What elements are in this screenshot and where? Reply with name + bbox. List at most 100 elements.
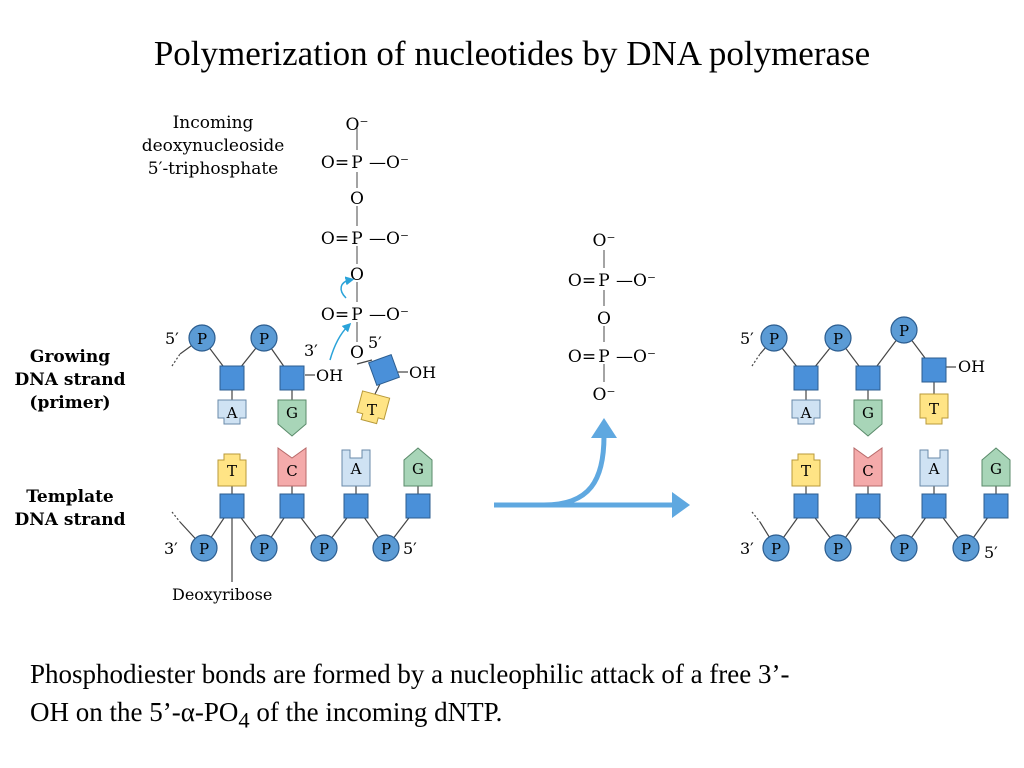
- svg-text:—O⁻: —O⁻: [369, 153, 409, 173]
- svg-text:5′: 5′: [165, 329, 179, 348]
- svg-text:P: P: [598, 347, 609, 367]
- svg-text:3′: 3′: [740, 539, 754, 558]
- svg-text:5′: 5′: [368, 333, 382, 352]
- svg-text:P: P: [899, 322, 909, 340]
- svg-text:G: G: [990, 460, 1002, 478]
- svg-text:O=: O=: [321, 305, 349, 325]
- phosphate-circle: [824, 324, 852, 352]
- svg-text:O: O: [350, 189, 364, 209]
- base-c: [853, 447, 883, 487]
- svg-text:P: P: [598, 271, 609, 291]
- caption: Phosphodiester bonds are formed by a nuc…: [30, 655, 1000, 739]
- phosphate-circle: [310, 534, 338, 562]
- base-a: [791, 399, 821, 425]
- phosphate-circle: [762, 534, 790, 562]
- svg-text:3′: 3′: [164, 539, 178, 558]
- svg-text:A: A: [226, 404, 238, 422]
- svg-text:Deoxyribose: Deoxyribose: [172, 585, 272, 604]
- svg-text:(primer): (primer): [29, 393, 110, 413]
- caption-line2-mid: -PO: [194, 697, 239, 727]
- sugar-square: [855, 493, 881, 519]
- svg-text:P: P: [351, 305, 362, 325]
- base-g: [277, 399, 307, 437]
- phosphate-circle: [188, 324, 216, 352]
- phosphate-circle: [190, 534, 218, 562]
- phosphate-circle: [760, 324, 788, 352]
- svg-text:T: T: [367, 401, 377, 419]
- sugar-square: [793, 365, 819, 391]
- svg-text:P: P: [259, 330, 269, 348]
- sugar-square: [279, 493, 305, 519]
- sugar-square: [983, 493, 1009, 519]
- attack-arrow-2: [329, 322, 352, 361]
- svg-text:—O⁻: —O⁻: [616, 347, 656, 367]
- svg-text:C: C: [862, 462, 873, 480]
- incoming-label: Incoming deoxynucleoside 5′-triphosphate: [142, 113, 285, 179]
- svg-text:—O⁻: —O⁻: [616, 271, 656, 291]
- svg-text:P: P: [833, 540, 843, 558]
- sugar-square: [343, 493, 369, 519]
- base-g: [403, 447, 433, 487]
- pyrophosphate: O⁻ O= P —O⁻ O O= P —O⁻ O⁻: [568, 231, 656, 405]
- svg-text:P: P: [771, 540, 781, 558]
- phosphate-circle: [952, 534, 980, 562]
- sugar-square: [219, 365, 245, 391]
- svg-text:A: A: [928, 460, 940, 478]
- sugar-square: [921, 493, 947, 519]
- svg-text:G: G: [412, 460, 424, 478]
- svg-text:P: P: [197, 330, 207, 348]
- base-a: [341, 449, 371, 487]
- left-dna: P P P P P P A G T C A G: [164, 324, 436, 604]
- triphosphate-chain: O⁻ O= P —O⁻ O O= P —O⁻ O O= P —O⁻ O: [321, 115, 409, 363]
- base-a: [217, 399, 247, 425]
- svg-text:O⁻: O⁻: [593, 385, 616, 405]
- svg-text:O=: O=: [321, 229, 349, 249]
- svg-text:OH: OH: [409, 363, 436, 382]
- svg-text:C: C: [286, 462, 297, 480]
- base-c: [277, 447, 307, 487]
- sugar-square: [219, 493, 245, 519]
- svg-text:OH: OH: [316, 366, 343, 385]
- caption-line1: Phosphodiester bonds are formed by a nuc…: [30, 659, 790, 689]
- svg-text:G: G: [862, 404, 874, 422]
- svg-text:OH: OH: [958, 357, 985, 376]
- o-minus-top: O⁻: [346, 115, 369, 135]
- svg-text:Incoming: Incoming: [173, 113, 254, 133]
- svg-text:T: T: [929, 400, 939, 418]
- svg-text:A: A: [800, 404, 812, 422]
- svg-text:O⁻: O⁻: [593, 231, 616, 251]
- caption-line2-post: of the incoming dNTP.: [249, 697, 503, 727]
- svg-text:P: P: [961, 540, 971, 558]
- svg-text:O: O: [350, 265, 364, 285]
- incoming-sugar: [367, 353, 401, 387]
- phosphate-circle: [890, 316, 918, 344]
- sugar-square: [793, 493, 819, 519]
- svg-text:O=: O=: [568, 271, 596, 291]
- svg-text:3′: 3′: [304, 341, 318, 360]
- svg-text:P: P: [769, 330, 779, 348]
- svg-text:—O⁻: —O⁻: [369, 305, 409, 325]
- svg-text:5′: 5′: [984, 543, 998, 562]
- sugar-square: [279, 365, 305, 391]
- svg-text:O: O: [597, 309, 611, 329]
- slide-title: Polymerization of nucleotides by DNA pol…: [153, 34, 871, 73]
- base-a: [919, 449, 949, 487]
- svg-text:5′: 5′: [403, 539, 417, 558]
- dna-polymerization-diagram: Incoming deoxynucleoside 5′-triphosphate…: [14, 113, 1011, 604]
- svg-text:P: P: [199, 540, 209, 558]
- svg-text:O=: O=: [321, 153, 349, 173]
- svg-text:deoxynucleoside: deoxynucleoside: [142, 136, 285, 156]
- svg-text:G: G: [286, 404, 298, 422]
- phosphate-circle: [890, 534, 918, 562]
- svg-text:P: P: [899, 540, 909, 558]
- svg-text:Template: Template: [26, 487, 114, 507]
- svg-text:P: P: [833, 330, 843, 348]
- sugar-square: [405, 493, 431, 519]
- svg-text:DNA strand: DNA strand: [14, 370, 125, 390]
- svg-text:T: T: [801, 462, 811, 480]
- svg-text:P: P: [319, 540, 329, 558]
- caption-subscript: 4: [238, 707, 250, 733]
- svg-text:5′-triphosphate: 5′-triphosphate: [148, 159, 278, 179]
- reaction-arrow: [494, 418, 690, 518]
- svg-text:O=: O=: [568, 347, 596, 367]
